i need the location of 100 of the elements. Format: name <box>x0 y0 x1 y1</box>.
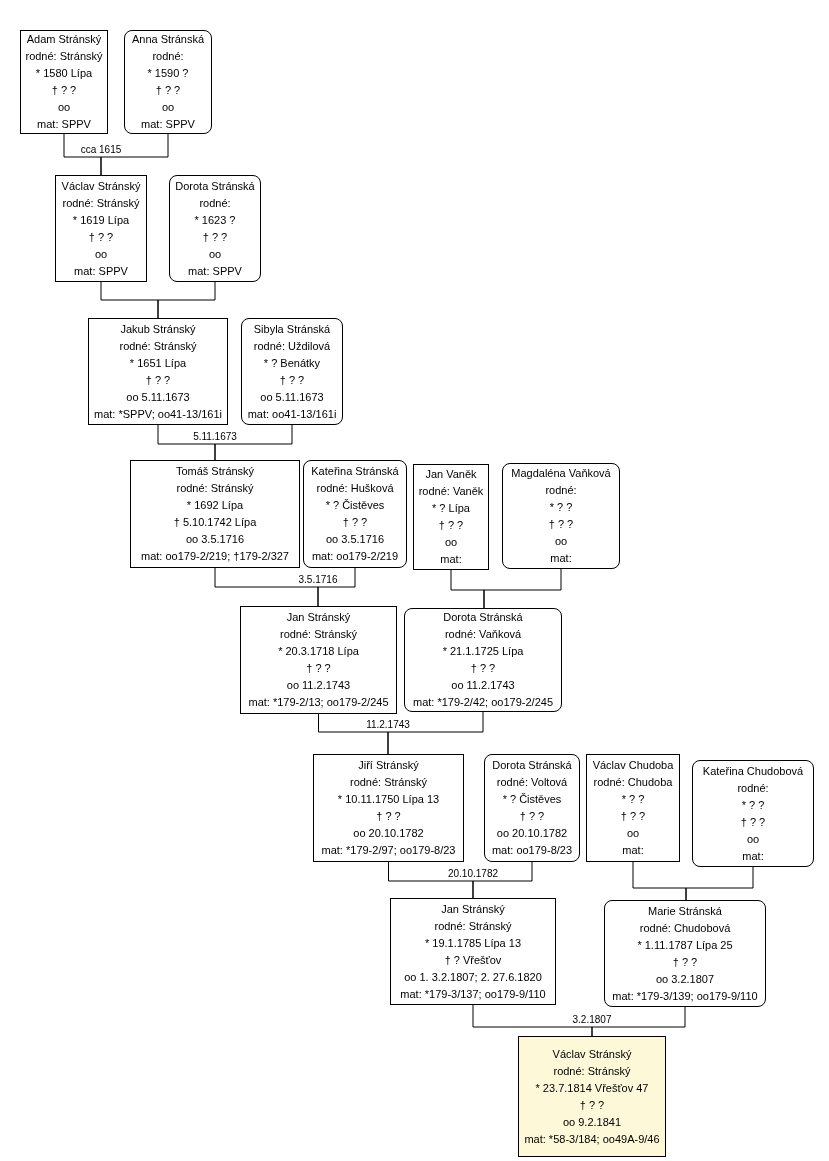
source-reference: mat: <box>742 848 764 864</box>
person-name: Jakub Stránský <box>120 321 196 337</box>
person-box <box>20 30 108 134</box>
birth-date: * 1623 ? <box>194 212 236 228</box>
connector-line <box>483 568 562 609</box>
birth-date: * ? ? <box>621 792 645 807</box>
connector-line <box>472 861 533 899</box>
connector-line <box>317 567 356 607</box>
edge-label: 5.11.1673 <box>191 431 239 443</box>
birth-name: rodné: Vaněk <box>418 484 484 499</box>
birth-date: * 1.11.1787 Lípa 25 <box>637 937 733 953</box>
marriage-date: oo <box>57 100 71 115</box>
birth-date: * ? Čistěves <box>325 498 385 513</box>
birth-name: rodné: Stránský <box>553 1063 631 1079</box>
connector-line <box>591 1006 686 1037</box>
person-name: Anna Stránská <box>131 32 205 47</box>
edge-label: 20.10.1782 <box>445 868 501 880</box>
connector-line <box>157 281 216 319</box>
marriage-date: oo 5.11.1673 <box>260 389 324 405</box>
death-date: † ? ? <box>145 372 171 388</box>
birth-date: * 20.3.1718 Lípa <box>278 644 359 659</box>
marriage-date: oo <box>94 246 108 262</box>
person-name: Marie Stránská <box>648 903 722 919</box>
source-reference: mat: *179-3/139; oo179-9/110 <box>612 988 758 1004</box>
person-box <box>502 463 620 569</box>
marriage-date: oo 3.5.1716 <box>325 532 385 547</box>
source-reference: mat: *179-2/13; oo179-2/245 <box>248 695 389 710</box>
birth-name: rodné: Uždilová <box>253 338 331 354</box>
source-reference: mat: *SPPV; oo41-13/161i <box>94 406 222 422</box>
person-name: Jiří Stránský <box>358 758 419 773</box>
birth-date: * 19.1.1785 Lípa 13 <box>425 935 521 951</box>
person-name: Václav Stránský <box>552 1046 632 1062</box>
edge-label: 3.5.1716 <box>296 574 340 586</box>
person-name: Kateřina Stránská <box>311 464 399 479</box>
person-name: Jan Stránský <box>441 901 505 917</box>
birth-name: rodné: Voltová <box>496 775 568 790</box>
birth-date: * 21.1.1725 Lípa <box>442 644 524 659</box>
source-reference: mat: oo41-13/161i <box>247 406 337 422</box>
birth-name: rodné: Stránský <box>434 918 512 934</box>
person-box <box>55 175 147 282</box>
birth-name: rodné: Stránský <box>62 195 140 211</box>
source-reference: mat: SPPV <box>188 263 242 279</box>
marriage-date: oo <box>208 246 222 262</box>
person-box <box>240 606 397 714</box>
death-date: † ? ? <box>279 372 305 388</box>
person-name: Dorota Stránská <box>492 758 572 773</box>
connector-line <box>100 133 169 176</box>
birth-name: rodné: Vaňková <box>444 627 522 642</box>
death-date: † ? ? <box>438 518 464 533</box>
person-box <box>303 460 407 568</box>
death-date: † ? ? <box>342 515 368 530</box>
death-date: † ? Vřešťov <box>444 952 502 968</box>
source-reference: mat: *179-2/42; oo179-2/245 <box>412 695 553 710</box>
birth-date: * 1619 Lípa <box>72 212 130 228</box>
marriage-date: oo 1. 3.2.1807; 2. 27.6.1820 <box>404 969 542 985</box>
birth-name: rodné: Stránský <box>349 775 427 790</box>
source-reference: mat: SPPV <box>37 117 91 132</box>
connector-line <box>214 424 293 461</box>
person-box <box>604 900 766 1007</box>
birth-date: * ? Lípa <box>432 501 470 516</box>
person-name: Sibyla Stránská <box>253 321 331 337</box>
person-box <box>390 898 556 1005</box>
person-box <box>169 175 261 282</box>
death-date: † ? ? <box>202 229 228 245</box>
source-reference: mat: SPPV <box>141 117 195 132</box>
birth-date: * 23.7.1814 Vřešťov 47 <box>535 1080 649 1096</box>
death-date: † ? ? <box>376 809 401 824</box>
birth-date: * 1651 Lípa <box>129 355 187 371</box>
birth-date: * ? Benátky <box>263 355 321 371</box>
source-reference: mat: <box>440 552 462 567</box>
death-date: † 5.10.1742 Lípa <box>173 515 257 530</box>
birth-name: rodné: <box>199 195 231 211</box>
source-reference: mat: oo179-8/23 <box>491 843 573 858</box>
marriage-date: oo 3.2.1807 <box>655 971 715 987</box>
person-box <box>88 318 228 425</box>
source-reference: mat: <box>550 551 572 566</box>
person-box <box>124 30 212 134</box>
edge-label: 11.2.1743 <box>364 719 412 731</box>
person-name: Jan Vaněk <box>425 467 477 482</box>
person-name: Dorota Stránská <box>175 178 255 194</box>
marriage-date: oo 11.2.1743 <box>451 678 515 693</box>
death-date: † ? ? <box>470 661 496 676</box>
birth-name: rodné: Chudobová <box>639 920 731 936</box>
person-name: Tomáš Stránský <box>175 464 255 479</box>
person-box <box>586 754 680 862</box>
person-box <box>404 608 562 712</box>
source-reference: mat: *179-3/137; oo179-9/110 <box>400 986 546 1002</box>
person-name: Václav Stránský <box>61 178 141 194</box>
marriage-date: oo <box>444 535 458 550</box>
death-date: † ? ? <box>620 809 646 824</box>
source-reference: mat: oo179-2/219 <box>311 549 399 564</box>
death-date: † ? ? <box>740 814 766 830</box>
person-name: Magdaléna Vaňková <box>511 466 611 481</box>
marriage-date: oo <box>554 534 568 549</box>
birth-name: rodné: <box>152 49 184 64</box>
marriage-date: oo <box>746 831 760 847</box>
death-date: † ? ? <box>306 661 331 676</box>
marriage-date: oo <box>161 100 175 115</box>
birth-name: rodné: Stránský <box>279 627 357 642</box>
birth-name: rodné: Hušková <box>316 481 394 496</box>
